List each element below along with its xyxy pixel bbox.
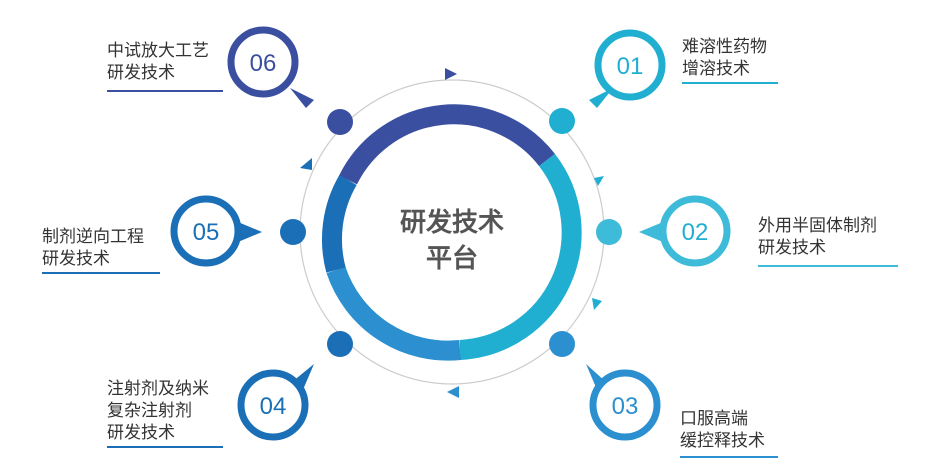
label-04-line2: 复杂注射剂 bbox=[107, 401, 192, 421]
inner-ring-segment-1 bbox=[339, 104, 555, 185]
ring-dot-04 bbox=[327, 331, 353, 357]
ring-dot-05 bbox=[280, 219, 306, 245]
node-06-number: 06 bbox=[250, 50, 277, 77]
node-05-pointer bbox=[238, 222, 262, 242]
inner-ring-segment-4 bbox=[321, 174, 357, 273]
ring-dot-03 bbox=[549, 331, 575, 357]
label-06-line2: 研发技术 bbox=[107, 63, 175, 83]
node-04-circle bbox=[237, 369, 309, 441]
underline-06 bbox=[107, 90, 223, 92]
node-02: 02 bbox=[639, 195, 731, 267]
underline-01 bbox=[682, 82, 778, 84]
inner-ring bbox=[321, 104, 582, 361]
label-02-line2: 研发技术 bbox=[758, 238, 826, 258]
node-05-number: 05 bbox=[193, 219, 220, 246]
node-01-circle bbox=[594, 29, 666, 101]
node-06-circle bbox=[227, 26, 299, 98]
node-06-pointer bbox=[290, 88, 314, 108]
node-03-circle bbox=[589, 369, 661, 441]
ring-arrow-left bbox=[300, 158, 312, 170]
label-04-line1: 注射剂及纳米 bbox=[107, 379, 209, 399]
ring-arrow-right-top bbox=[594, 176, 604, 186]
node-02-pointer bbox=[639, 222, 663, 242]
label-03: 口服高端 缓控释技术 bbox=[680, 408, 765, 452]
node-05: 05 bbox=[170, 195, 262, 267]
center-title-line1: 研发技术 bbox=[399, 208, 504, 238]
inner-ring-segment-2 bbox=[459, 153, 582, 360]
ring-arrow-top bbox=[445, 68, 457, 80]
underline-05 bbox=[42, 272, 160, 274]
label-05-line1: 制剂逆向工程 bbox=[42, 227, 144, 247]
label-01-line1: 难溶性药物 bbox=[682, 37, 767, 57]
label-05: 制剂逆向工程 研发技术 bbox=[42, 226, 144, 270]
label-06: 中试放大工艺 研发技术 bbox=[107, 40, 209, 84]
inner-ring-segment-3 bbox=[326, 266, 462, 361]
label-06-line1: 中试放大工艺 bbox=[107, 41, 209, 61]
underline-03 bbox=[680, 456, 778, 458]
node-04: 04 bbox=[237, 364, 314, 441]
node-01: 01 bbox=[589, 29, 666, 108]
ring-arrow-right-bottom bbox=[592, 298, 602, 310]
label-03-line1: 口服高端 bbox=[680, 409, 748, 429]
ring-dot-06 bbox=[327, 109, 353, 135]
center-title: 研发技术 平台 bbox=[372, 205, 532, 277]
label-03-line2: 缓控释技术 bbox=[680, 431, 765, 451]
node-01-number: 01 bbox=[617, 53, 644, 80]
label-02: 外用半固体制剂 研发技术 bbox=[758, 215, 877, 259]
ring-dot-01 bbox=[549, 108, 575, 134]
node-05-circle bbox=[170, 195, 242, 267]
node-03: 03 bbox=[586, 364, 661, 441]
node-04-number: 04 bbox=[260, 393, 287, 420]
underline-02 bbox=[758, 265, 898, 267]
label-04-line3: 研发技术 bbox=[107, 423, 175, 443]
label-04: 注射剂及纳米 复杂注射剂 研发技术 bbox=[107, 378, 209, 444]
ring-arrow-bottom bbox=[447, 386, 459, 398]
node-03-number: 03 bbox=[612, 393, 639, 420]
ring-dot-02 bbox=[596, 219, 622, 245]
label-01-line2: 增溶技术 bbox=[682, 59, 750, 79]
underline-04 bbox=[107, 446, 223, 448]
label-05-line2: 研发技术 bbox=[42, 249, 110, 269]
node-02-number: 02 bbox=[682, 219, 709, 246]
center-title-line2: 平台 bbox=[425, 244, 478, 274]
label-02-line1: 外用半固体制剂 bbox=[758, 216, 877, 236]
label-01: 难溶性药物 增溶技术 bbox=[682, 36, 767, 80]
node-01-pointer bbox=[589, 88, 613, 108]
node-02-circle bbox=[659, 195, 731, 267]
node-06: 06 bbox=[227, 26, 314, 108]
